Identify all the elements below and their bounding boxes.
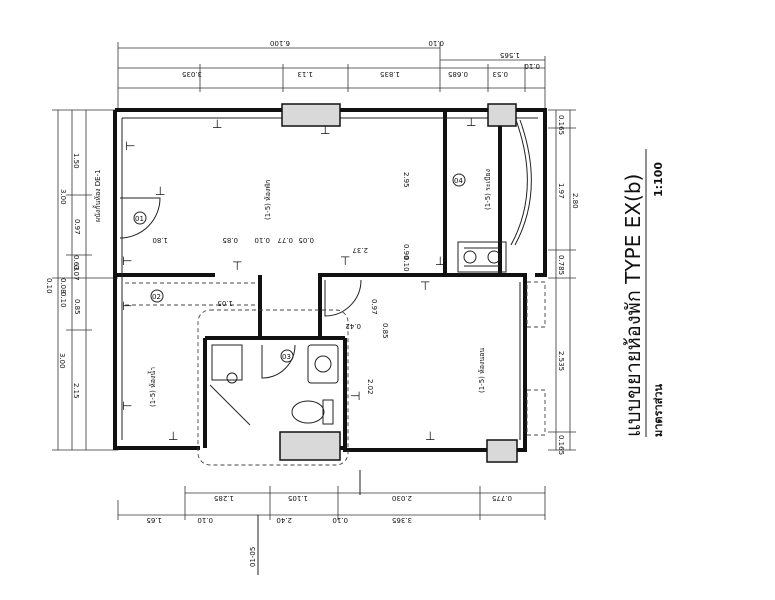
right-dimension-chain: 0.165 1.97 0.785 2.535 0.165 2.80 xyxy=(548,109,579,455)
marker-4: 04 xyxy=(454,177,463,185)
dim-top-seg-2: 1.13 xyxy=(297,70,313,78)
svg-text:⊢: ⊢ xyxy=(122,299,132,313)
dim-right-seg-2: 1.97 xyxy=(557,183,565,199)
electrical-symbols: ⊥ ⊥ ⊥ ⊢ ⊥ ⊢ ⊤ ⊤ ⊢ ⊢ ⊥ ⊥ ⊣ ⊥ ⊤ xyxy=(122,115,476,443)
dim-bottom-seg-2: 1.105 xyxy=(288,494,308,502)
svg-text:01-05: 01-05 xyxy=(249,547,257,567)
dim-left-seg-2: 0.97 xyxy=(73,219,81,235)
dim-int-2: 0.85 xyxy=(222,236,238,244)
dim-top-seg-1: 3.035 xyxy=(182,70,202,78)
svg-text:⊢: ⊢ xyxy=(122,254,132,268)
left-dimension-chain: 1.50 0.97 0.63 0.07 0.85 2.15 3.00 3.00 … xyxy=(45,109,118,451)
dim-int-3: 0.10 xyxy=(254,236,270,244)
dim-left-seg-1: 1.50 xyxy=(72,153,80,169)
dim-left-small-3: 0.10 xyxy=(59,292,67,308)
room-tag-partition: ผนังกั้นห้อง DE-1 xyxy=(91,169,102,222)
marker-3: 03 xyxy=(282,353,291,361)
dim-bottom-seg-4: 0.775 xyxy=(492,494,512,502)
room-tag-living: (1-5) ห้องพัก xyxy=(264,180,272,220)
scale-label: มาตราส่วน xyxy=(652,383,665,437)
door-swings xyxy=(119,197,362,426)
svg-text:⊤: ⊤ xyxy=(232,259,242,273)
top-dimension-chain: 6.100 0.10 1.565 3.035 1.13 1.835 0.685 … xyxy=(117,39,546,112)
section-markers: 01 02 03 04 xyxy=(133,173,466,363)
dim-left-seg-4: 0.07 xyxy=(72,265,80,281)
dim-int-12: 0.85 xyxy=(381,323,389,339)
dim-right-seg-3: 0.785 xyxy=(557,255,565,275)
room-tag-bath: (1-5) ห้องน้ำ xyxy=(146,367,157,407)
ac-unit xyxy=(457,241,507,273)
dim-right-sub-1: 2.80 xyxy=(571,193,579,209)
dim-left-total: 3.00 xyxy=(59,189,67,205)
dim-left-seg-5: 0.85 xyxy=(73,299,81,315)
svg-text:⊥: ⊥ xyxy=(155,184,165,198)
dim-int-1: 1.80 xyxy=(152,236,168,244)
dim-top-total-2: 1.565 xyxy=(500,51,520,59)
dim-int-7: 2.95 xyxy=(402,172,410,188)
svg-text:⊥: ⊥ xyxy=(168,429,178,443)
svg-text:⊢: ⊢ xyxy=(122,399,132,413)
dim-top-seg-5: 0.53 xyxy=(492,70,508,78)
dim-bottom-sub-2: 0.10 xyxy=(197,516,213,524)
dim-int-13: 1.05 xyxy=(217,299,233,307)
dim-right-seg-5: 0.165 xyxy=(557,435,565,455)
dim-bottom-sub-3: 2.40 xyxy=(276,516,292,524)
dim-right-seg-4: 2.535 xyxy=(557,351,565,371)
balcony-curve xyxy=(514,119,532,246)
dim-top-seg-3: 1.835 xyxy=(380,70,400,78)
window-openings xyxy=(197,281,546,466)
svg-text:⊥: ⊥ xyxy=(435,254,445,268)
marker-2: 02 xyxy=(152,293,161,301)
dim-int-9: 0.10 xyxy=(402,256,410,272)
scale-value: 1:100 xyxy=(652,162,665,197)
dim-bottom-seg-1: 1.285 xyxy=(214,494,234,502)
dim-int-11: 0.42 xyxy=(345,322,361,330)
dim-int-8: 0.90 xyxy=(402,244,410,260)
room-tag-bedroom: (1-5) ห้องนอน xyxy=(478,348,486,393)
room-tags: (1-5) ห้องพัก (1-5) ห้องน้ำ (1-5) ระเบีย… xyxy=(91,169,492,407)
dim-left-total-2: 3.00 xyxy=(58,353,66,369)
dim-top-seg-4: 0.685 xyxy=(448,70,468,78)
detail-tag: 01-05 xyxy=(249,470,361,575)
dim-left-small-1: 0.10 xyxy=(45,278,53,294)
svg-text:⊤: ⊤ xyxy=(420,279,430,293)
dim-left-small-2: 0.08 xyxy=(59,278,67,294)
dim-top-seg-6: 0.10 xyxy=(524,62,540,70)
dim-int-4: 0.77 xyxy=(277,236,293,244)
dim-left-seg-6: 2.15 xyxy=(72,383,80,399)
dim-top-small: 0.10 xyxy=(428,39,444,47)
marker-1: 01 xyxy=(135,215,144,223)
title-block: แบบขยายห้องพัก TYPE EX(b) มาตราส่วน 1:10… xyxy=(621,149,665,437)
dim-bottom-seg-3: 2.030 xyxy=(392,494,412,502)
bathroom-fixtures xyxy=(211,344,339,425)
svg-text:⊢: ⊢ xyxy=(125,139,135,153)
drawing-title: แบบขยายห้องพัก TYPE EX(b) xyxy=(621,174,645,437)
svg-text:⊤: ⊤ xyxy=(340,254,350,268)
walls xyxy=(113,108,547,452)
svg-text:⊥: ⊥ xyxy=(466,115,476,129)
svg-text:⊥: ⊥ xyxy=(425,429,435,443)
dim-int-10: 0.97 xyxy=(370,299,378,315)
interior-dimensions: 1.80 0.85 0.10 0.77 0.05 2.37 2.95 0.90 … xyxy=(152,172,410,395)
dim-right-seg-1: 0.165 xyxy=(557,115,565,135)
dim-left-seg-3: 0.63 xyxy=(72,255,80,271)
structural-columns xyxy=(279,103,518,463)
dim-int-14: 2.02 xyxy=(366,379,374,395)
svg-text:⊣: ⊣ xyxy=(350,389,360,403)
dim-int-5: 0.05 xyxy=(298,236,314,244)
svg-text:⊥: ⊥ xyxy=(212,117,222,131)
dim-bottom-sub-4: 0.10 xyxy=(332,516,348,524)
dim-bottom-total: 3.365 xyxy=(392,516,412,524)
bottom-dimension-chain: 1.285 1.105 2.030 0.775 3.365 1.65 0.10 … xyxy=(117,486,546,524)
room-tag-balcony: (1-5) ระเบียง xyxy=(484,169,492,210)
dim-int-6: 2.37 xyxy=(352,246,368,254)
dim-top-total: 6.100 xyxy=(270,39,290,47)
dim-bottom-sub-1: 1.65 xyxy=(146,516,162,524)
svg-text:⊥: ⊥ xyxy=(320,123,330,137)
